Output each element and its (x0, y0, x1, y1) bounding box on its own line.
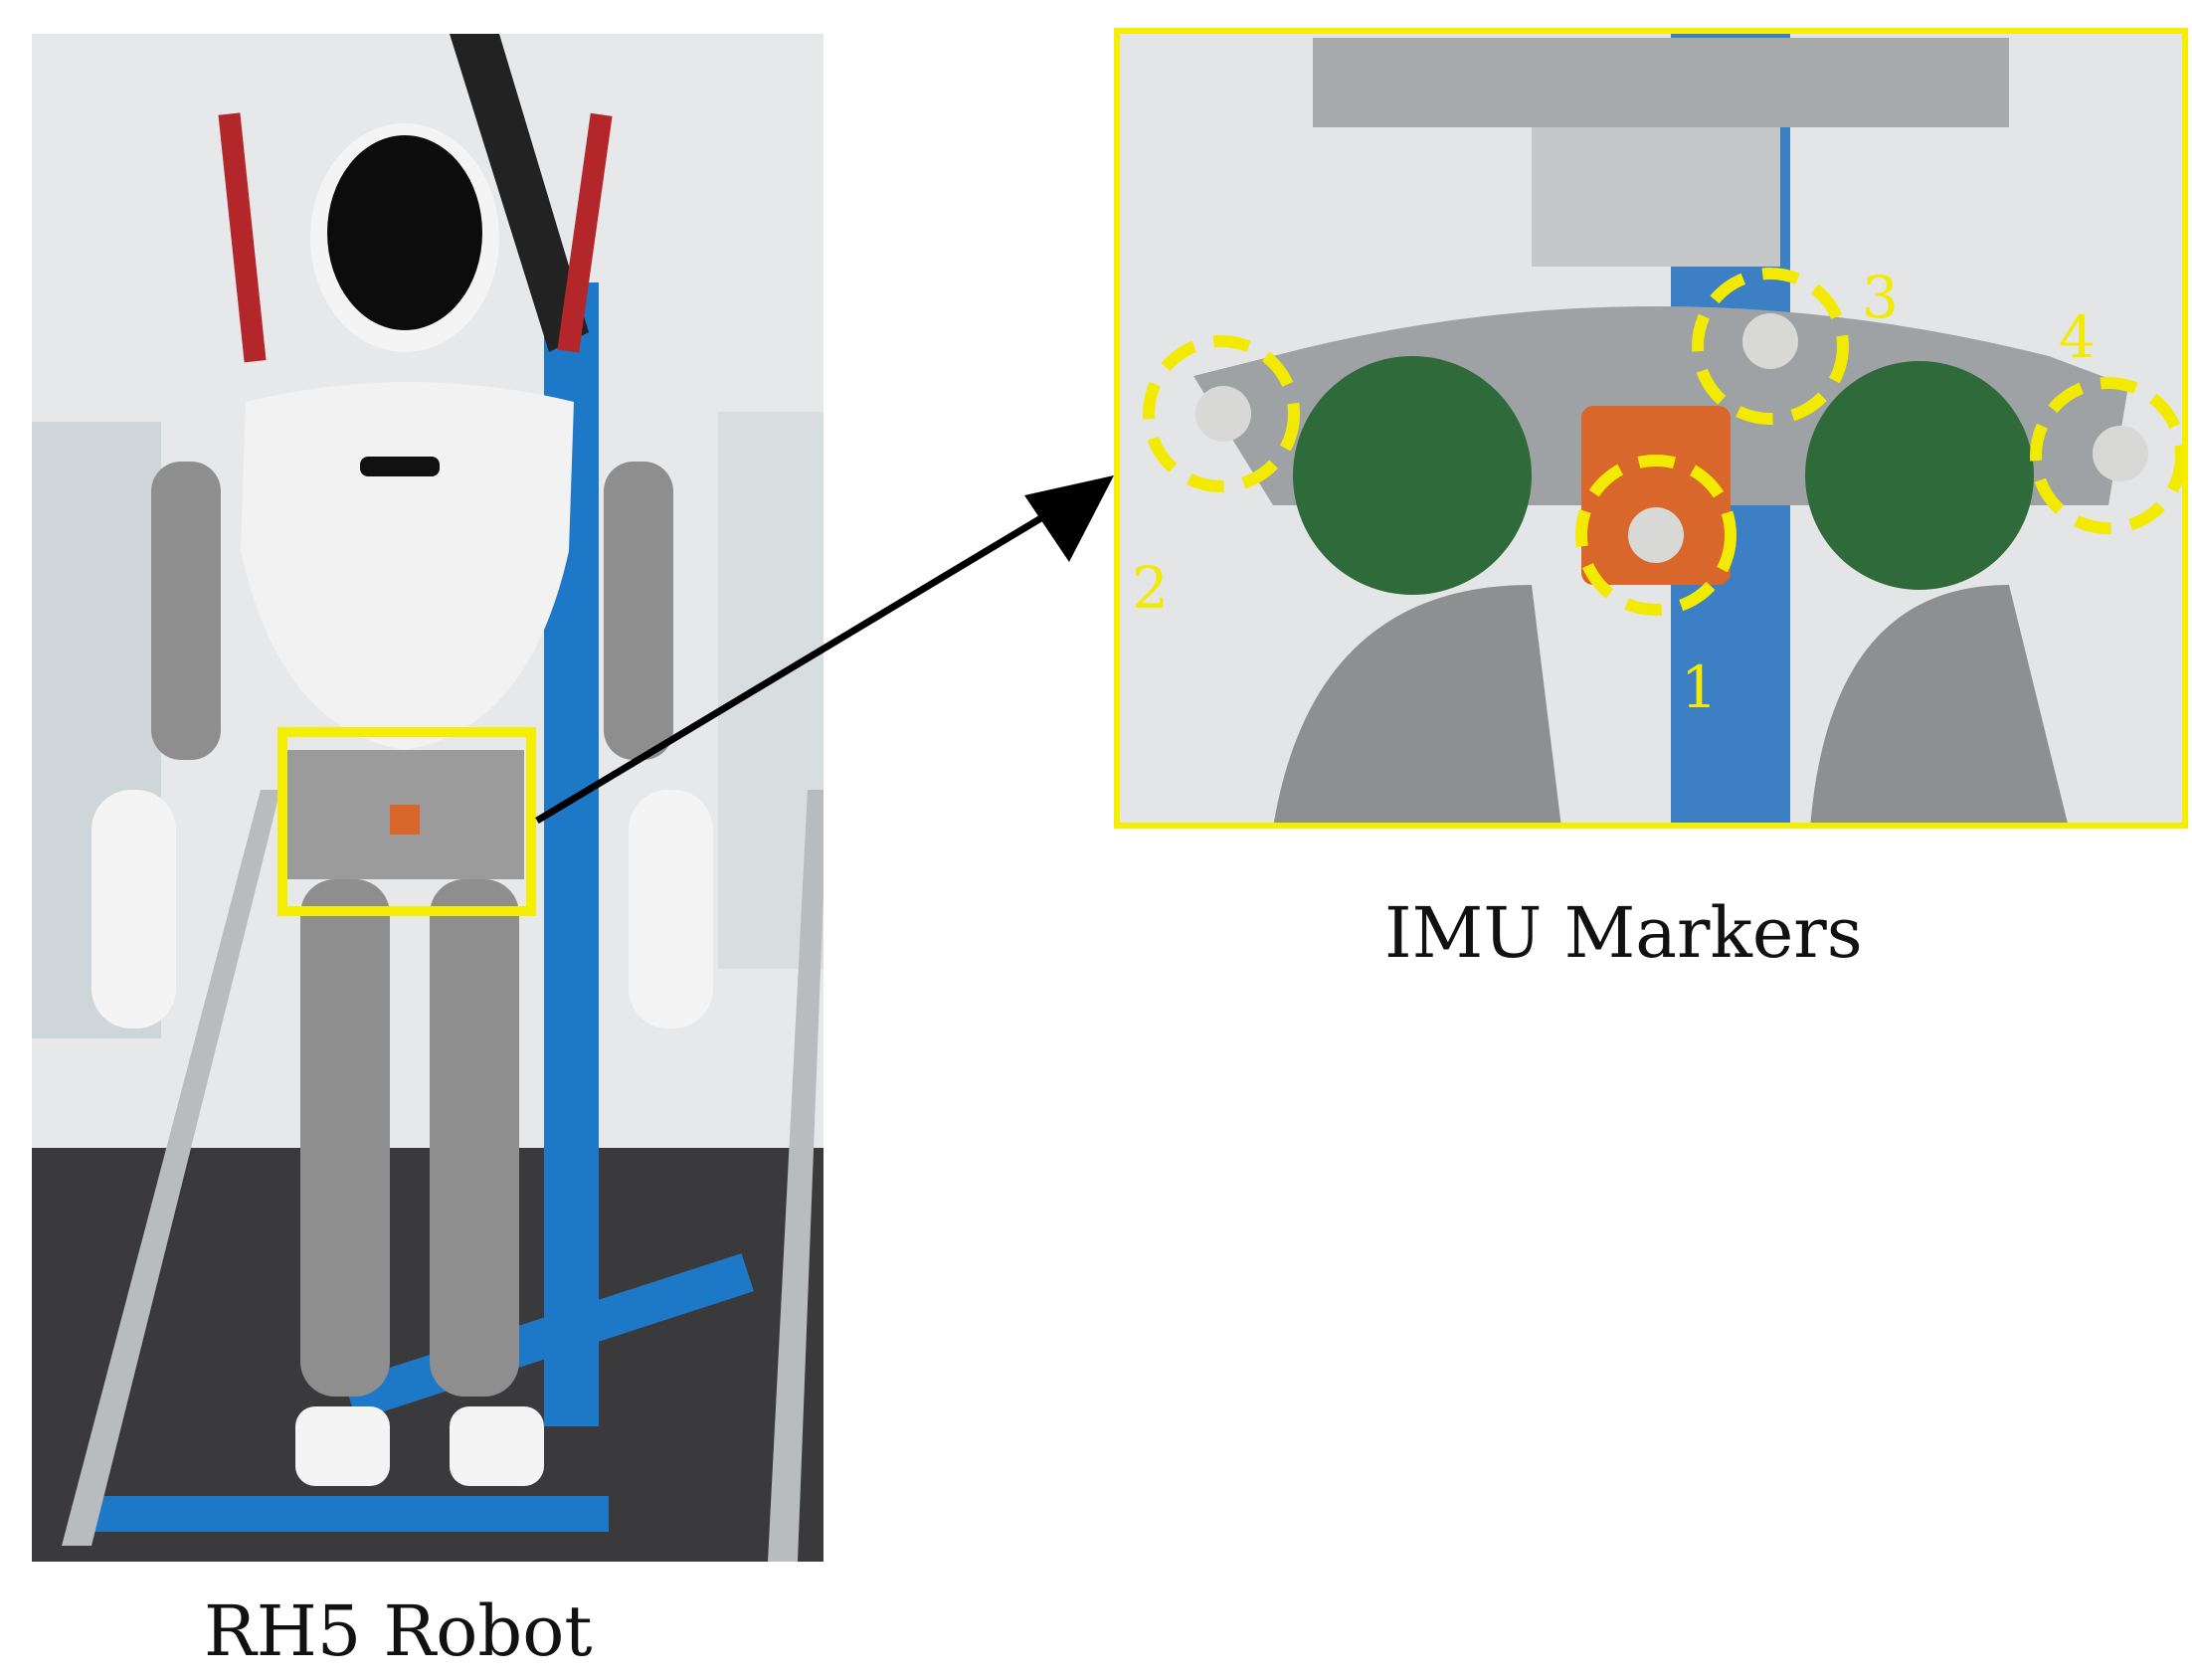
leg-left (300, 879, 390, 1397)
marker-label-1: 1 (1681, 653, 1718, 721)
foot-left (295, 1406, 390, 1486)
pelvis-highlight-box (277, 727, 536, 916)
marker-sphere-2 (1195, 386, 1251, 442)
pelvis-imu (390, 805, 420, 835)
orange-imu (1581, 406, 1731, 585)
thigh-left (1273, 585, 1561, 828)
arm-left-upper (151, 462, 221, 760)
arm-right-upper (604, 462, 673, 760)
dashed-circle-icon (1692, 268, 1849, 425)
zoom-arrow (535, 475, 1114, 825)
strap-left (218, 112, 267, 363)
hip-cylinder (1532, 127, 1780, 267)
gantry-beam (450, 34, 589, 352)
imu-closeup-photo (1114, 28, 2188, 828)
dashed-circle-icon (1143, 335, 1300, 492)
marker-sphere-3 (1742, 313, 1798, 369)
marker-label-4: 4 (2059, 303, 2096, 371)
stand-leg-right (768, 790, 823, 1562)
arrow-right-icon (1024, 475, 1114, 562)
caption-imu-markers: IMU Markers (1384, 892, 1863, 974)
top-plate (1313, 38, 2009, 127)
foot-right (450, 1406, 544, 1486)
marker-label-2: 2 (1132, 554, 1169, 622)
pcb-left (1293, 356, 1532, 595)
torso-slot (360, 457, 440, 476)
pcb-right (1805, 361, 2034, 590)
marker-label-3: 3 (1862, 264, 1899, 331)
robot-photo (32, 34, 823, 1562)
leg-right (430, 879, 519, 1397)
marker-sphere-4 (2093, 426, 2148, 481)
robot-torso (241, 382, 574, 750)
strap-right (557, 112, 613, 353)
closeup-highlight-frame (1114, 28, 2188, 829)
dashed-circle-icon (2030, 377, 2187, 534)
gantry-base-2 (91, 1496, 609, 1532)
arm-right-lower (629, 790, 713, 1028)
caption-robot: RH5 Robot (204, 1590, 593, 1672)
thigh-right (1810, 585, 2069, 828)
arm-left-lower (91, 790, 176, 1028)
marker-sphere-1 (1628, 507, 1684, 563)
dashed-circle-icon (1575, 455, 1736, 616)
robot-visor (327, 135, 482, 330)
stand-leg-left (62, 790, 280, 1546)
